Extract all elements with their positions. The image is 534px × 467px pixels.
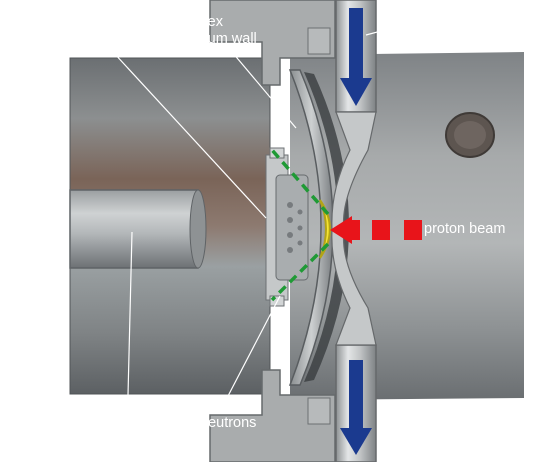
lithium-flow-arrow-bottom — [340, 360, 372, 455]
label-outgoing-neutrons: outgoing neutrons — [200, 398, 256, 432]
label-convex-line2: vacuum wall — [177, 31, 257, 47]
label-neutrons-line2: neutrons — [200, 415, 257, 431]
neutron-paths — [270, 148, 330, 302]
label-target-holder: target holder — [87, 14, 127, 48]
label-proton-beam: proton beam — [424, 221, 505, 238]
leader-outgoing-neutrons — [227, 295, 281, 397]
label-proton-text: proton beam — [424, 221, 506, 237]
leader-target-holder — [112, 51, 267, 219]
label-shaft-line2: shaft — [70, 415, 102, 431]
label-lithium-line2: flow — [387, 31, 413, 47]
leader-lithium-flow — [365, 29, 386, 36]
label-shaft-line1: retractable — [70, 398, 139, 414]
lithium-flow-arrow-top — [340, 8, 372, 106]
proton-beam-arrow — [330, 216, 422, 244]
label-target-holder-line2: holder — [87, 31, 128, 47]
label-convex-line1: convex — [177, 14, 223, 30]
leader-convex-wall — [231, 51, 297, 129]
label-retractable-shaft: retractable shaft — [70, 398, 139, 432]
label-liquid-lithium-flow: liquid lithium flow — [387, 14, 467, 48]
label-lithium-line1: liquid lithium — [387, 14, 467, 30]
leader-retractable-shaft — [127, 231, 133, 396]
label-target-holder-line1: target — [87, 14, 125, 30]
label-convex-vacuum-wall: convex vacuum wall — [177, 14, 257, 48]
label-neutrons-line1: outgoing — [200, 398, 256, 414]
